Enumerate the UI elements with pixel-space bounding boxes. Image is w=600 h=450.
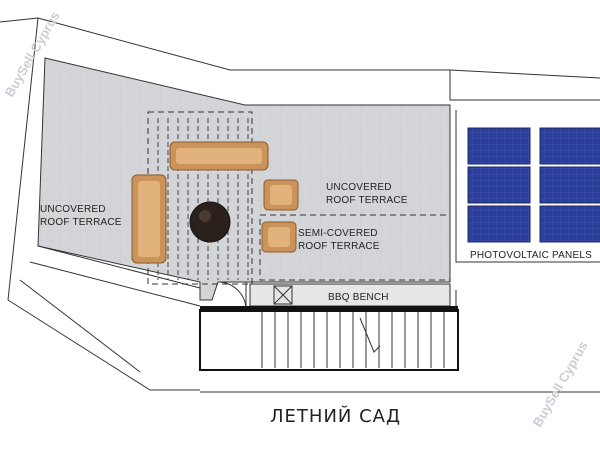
label-semi-covered-2: ROOF TERRACE bbox=[298, 241, 380, 252]
stair-treads bbox=[261, 312, 445, 368]
label-uncovered-right-2: ROOF TERRACE bbox=[326, 195, 408, 206]
bbq-box bbox=[273, 285, 293, 305]
stairwell bbox=[199, 309, 459, 371]
photovoltaic-panels bbox=[467, 127, 600, 243]
round-table bbox=[189, 201, 231, 243]
left-wall-lines bbox=[19, 245, 201, 373]
terrace-floor bbox=[37, 57, 451, 301]
plan-title: ЛЕТНИЙ САД bbox=[270, 405, 401, 427]
building-outline bbox=[0, 17, 600, 393]
furniture bbox=[131, 141, 299, 264]
semi-covered-outline bbox=[259, 214, 451, 281]
label-photovoltaic: PHOTOVOLTAIC PANELS bbox=[470, 250, 592, 261]
stair-arrow bbox=[359, 317, 381, 353]
door-arc bbox=[217, 281, 247, 311]
label-bbq: BBQ BENCH bbox=[328, 292, 389, 303]
label-semi-covered-1: SEMI-COVERED bbox=[298, 228, 378, 239]
label-uncovered-right-1: UNCOVERED bbox=[326, 182, 392, 193]
label-uncovered-left-2: ROOF TERRACE bbox=[40, 217, 122, 228]
watermark-bottom-right: BuySell Cyprus bbox=[530, 339, 591, 430]
pv-border bbox=[455, 110, 600, 263]
label-uncovered-left-1: UNCOVERED bbox=[40, 204, 106, 215]
